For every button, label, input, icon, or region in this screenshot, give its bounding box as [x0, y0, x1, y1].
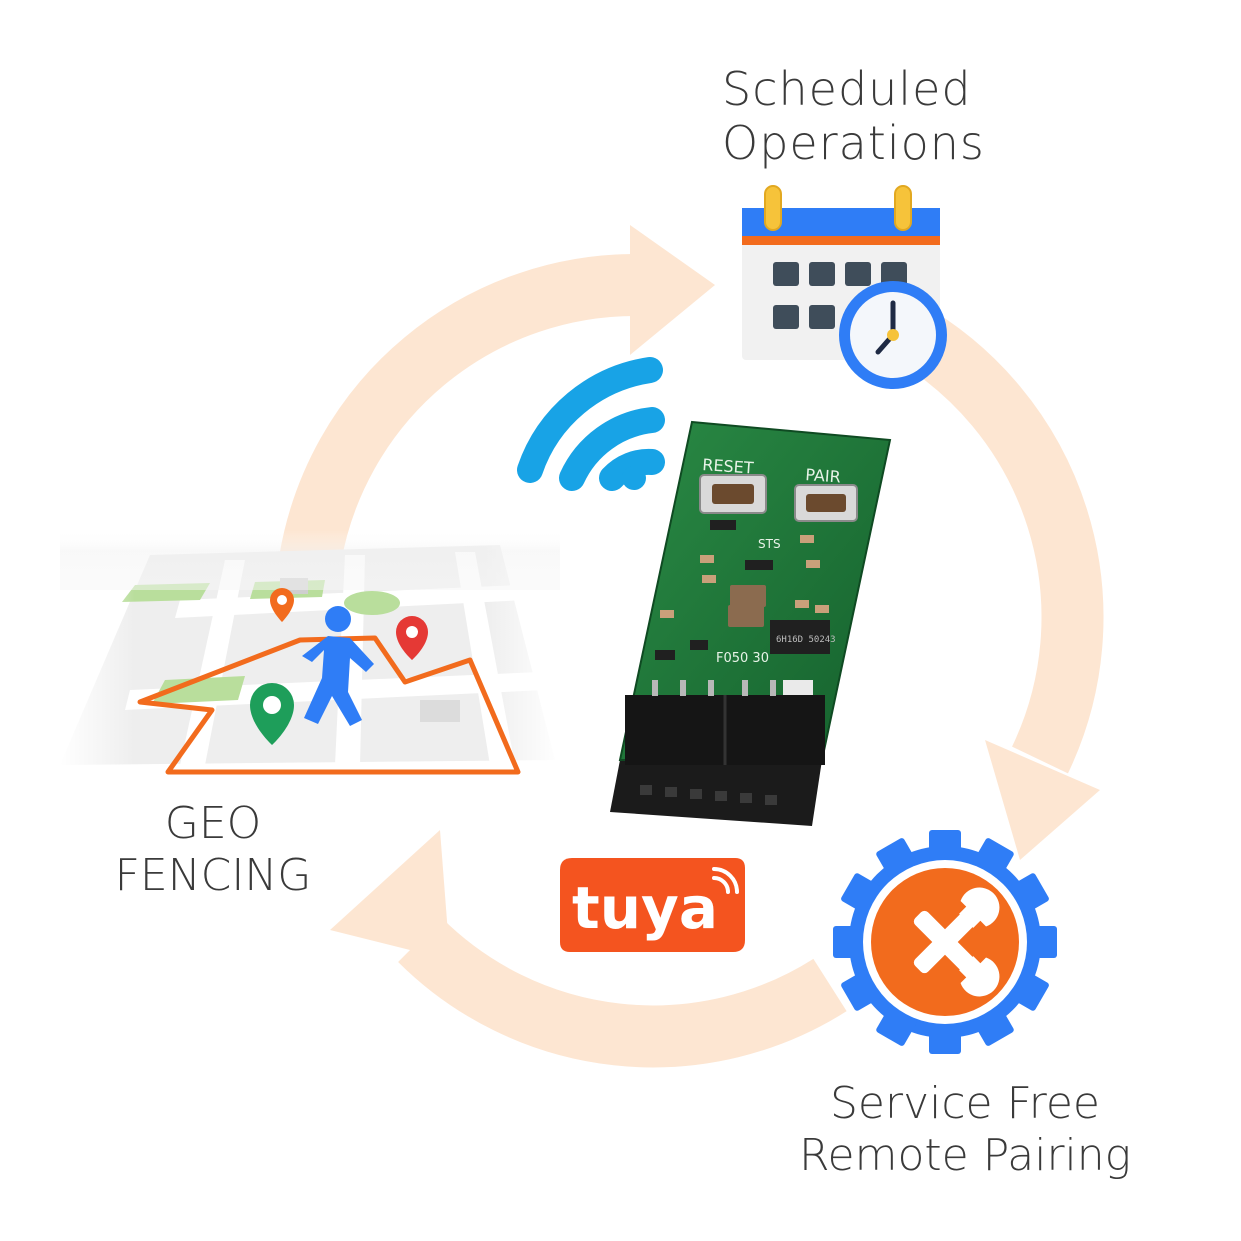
wifi-icon: [517, 357, 665, 491]
scheduled-operations-line1: Scheduled: [722, 62, 972, 116]
pair-button: [794, 484, 858, 522]
chip-marking: 6H16D 50243: [776, 635, 836, 645]
scheduled-operations-line2: Operations: [722, 116, 985, 171]
geofencing-line1: GEO: [164, 798, 262, 849]
cycle-arrow-right: [889, 303, 1104, 774]
tuya-logo-text: tuya: [572, 874, 718, 942]
cycle-arrow-top-left: [279, 253, 641, 566]
remote-pairing-label: Service Free Remote Pairing: [790, 1078, 1140, 1182]
scheduled-operations-label: Scheduled Operations: [722, 62, 985, 171]
arrowhead-top: [630, 225, 715, 355]
wifi-dot: [622, 466, 646, 490]
geofencing-label: GEO FENCING: [108, 798, 318, 902]
map-pin-icon: [250, 683, 294, 745]
reset-button: [699, 474, 767, 514]
pair-label: PAIR: [805, 465, 842, 486]
map-pin-icon: [396, 616, 428, 660]
arrowhead-left: [330, 830, 450, 960]
pcb-module: RESET PAIR STS 6H16D 50243 F050 30: [610, 420, 892, 826]
cycle-arrowheads: [330, 225, 1100, 960]
gear-wrench-icon: [833, 830, 1057, 1054]
walking-person-icon: [302, 606, 374, 726]
remote-pairing-line1: Service Free: [830, 1078, 1100, 1129]
arrowhead-right: [985, 740, 1100, 860]
sts-marking: STS: [758, 537, 781, 551]
geofencing-line2: FENCING: [114, 849, 312, 901]
calendar-clock-icon: [742, 185, 947, 389]
geofence-map: [60, 530, 560, 775]
cycle-arrow-bottom: [398, 917, 847, 1068]
chip: [770, 620, 830, 654]
cycle-arrows: [279, 253, 1104, 1068]
remote-pairing-line2: Remote Pairing: [798, 1129, 1132, 1181]
tuya-logo: tuya: [560, 858, 745, 952]
map-pin-icon: [270, 588, 294, 622]
f-marking: F050 30: [716, 651, 769, 666]
reset-label: RESET: [702, 455, 755, 478]
